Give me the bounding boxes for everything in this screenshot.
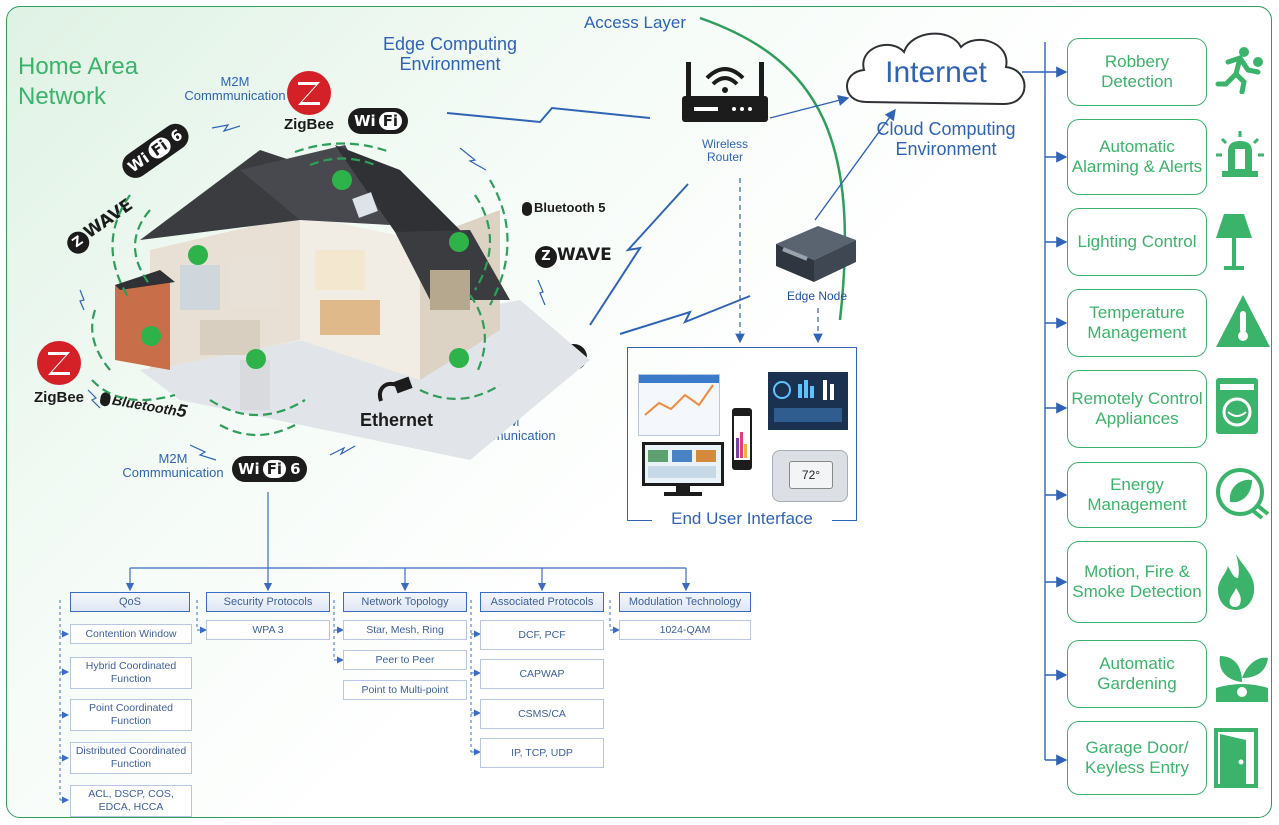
floor-lamp-icon xyxy=(1214,212,1272,274)
security-item: WPA 3 xyxy=(206,620,330,640)
edge-node-server-icon xyxy=(768,222,860,288)
qos-item: Hybrid Coordinated Function xyxy=(70,657,192,689)
smartphone-icon xyxy=(732,408,752,470)
qos-item: Contention Window xyxy=(70,624,192,644)
service-lighting-control: Lighting Control xyxy=(1067,208,1207,276)
wireless-router-icon xyxy=(680,52,770,130)
bluetooth-icon xyxy=(522,201,532,216)
flame-icon xyxy=(1214,552,1272,614)
topology-item: Star, Mesh, Ring xyxy=(343,620,467,640)
associated-protocol-item: IP, TCP, UDP xyxy=(480,738,604,768)
topology-item: Peer to Peer xyxy=(343,650,467,670)
wireless-router-label: Wireless Router xyxy=(701,137,748,165)
topology-item: Point to Multi-point xyxy=(343,680,467,700)
service-energy-management: Energy Management xyxy=(1067,462,1207,528)
service-automatic-gardening: Automatic Gardening xyxy=(1067,640,1207,708)
access-layer-label: Access Layer xyxy=(583,13,687,32)
desktop-monitor-icon xyxy=(642,442,724,498)
qos-item: Distributed Coordinated Function xyxy=(70,742,192,774)
service-temperature-management: Temperature Management xyxy=(1067,289,1207,357)
service-garage-door: Garage Door/ Keyless Entry xyxy=(1067,721,1207,795)
qos-item: ACL, DSCP, COS, EDCA, HCCA xyxy=(70,785,192,817)
diagram-title: Home Area Network xyxy=(18,53,139,110)
associated-protocol-item: DCF, PCF xyxy=(480,620,604,650)
zigbee-text-top: ZigBee xyxy=(284,116,335,133)
internet-label: Internet xyxy=(885,56,987,89)
service-automatic-alarming: Automatic Alarming & Alerts xyxy=(1067,119,1207,195)
end-user-interface-label: End User Interface xyxy=(652,509,832,529)
ethernet-label: Ethernet xyxy=(360,410,434,430)
category-associated-protocols: Associated Protocols xyxy=(480,592,604,612)
category-security-protocols: Security Protocols xyxy=(206,592,330,612)
zigbee-logo-left xyxy=(36,340,82,386)
running-person-icon xyxy=(1214,44,1272,102)
edge-node-label: Edge Node xyxy=(786,289,848,303)
thermometer-warning-icon xyxy=(1214,293,1272,355)
siren-icon xyxy=(1214,129,1272,187)
zigbee-logo-top xyxy=(286,70,332,116)
service-remote-appliances: Remotely Control Appliances xyxy=(1067,370,1207,448)
sprout-icon xyxy=(1214,646,1272,708)
bluetooth5-logo-right: Bluetooth 5 xyxy=(522,200,606,216)
washing-machine-icon xyxy=(1214,376,1272,442)
thermostat-display: 72° xyxy=(789,461,833,489)
m2m-label-top: M2M Commmunication xyxy=(184,74,286,104)
internet-cloud-icon xyxy=(836,22,1036,122)
category-modulation-technology: Modulation Technology xyxy=(619,592,751,612)
door-icon xyxy=(1214,728,1272,790)
associated-protocol-item: CSMS/CA xyxy=(480,699,604,729)
category-network-topology: Network Topology xyxy=(343,592,467,612)
service-motion-fire-smoke: Motion, Fire & Smoke Detection xyxy=(1067,541,1207,623)
dashboard-screen-icon xyxy=(768,372,848,430)
thermostat-icon: 72° xyxy=(772,450,848,502)
cloud-env-label: Cloud Computing Environment xyxy=(876,119,1016,159)
service-robbery-detection: Robbery Detection xyxy=(1067,38,1207,106)
end-user-interface-panel: 72° xyxy=(627,347,857,521)
qos-item: Point Coordinated Function xyxy=(70,699,192,731)
analytics-screen-icon xyxy=(638,374,720,436)
edge-env-label: Edge Computing Environment xyxy=(382,34,518,74)
category-qos: QoS xyxy=(70,592,190,612)
modulation-item: 1024-QAM xyxy=(619,620,751,640)
zigbee-text-left: ZigBee xyxy=(34,389,85,406)
eco-plug-icon xyxy=(1214,466,1272,524)
ethernet-cable-icon xyxy=(375,375,415,405)
m2m-label-bottom-left: M2M Commmunication xyxy=(122,451,224,481)
associated-protocol-item: CAPWAP xyxy=(480,659,604,689)
